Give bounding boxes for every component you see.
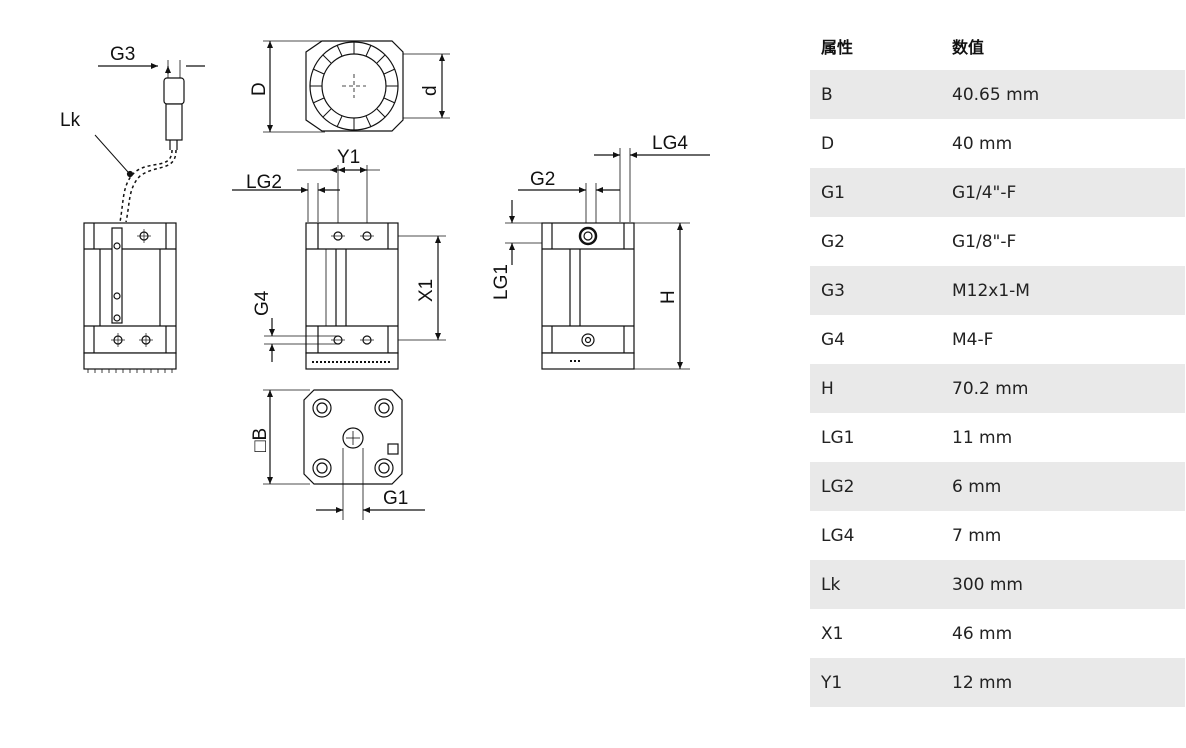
table-row: D 40 mm xyxy=(810,119,1185,168)
row-value: 40.65 mm xyxy=(952,84,1040,105)
table-row: LG1 11 mm xyxy=(810,413,1185,462)
row-value: M12x1-M xyxy=(952,280,1030,301)
spec-table-header: 属性 数值 xyxy=(810,21,1185,70)
row-name: LG1 xyxy=(821,427,855,448)
header-attribute: 属性 xyxy=(821,37,854,57)
row-value: 70.2 mm xyxy=(952,378,1029,399)
table-row: G2 G1/8"-F xyxy=(810,217,1185,266)
row-name: G1 xyxy=(821,182,845,203)
row-value: M4-F xyxy=(952,329,994,350)
table-row: Y1 12 mm xyxy=(810,658,1185,707)
table-row: G3 M12x1-M xyxy=(810,266,1185,315)
row-name: H xyxy=(821,378,834,399)
row-value: G1/4"-F xyxy=(952,182,1017,203)
spec-table: 属性 数值 B 40.65 mm D 40 mm G1 G1/4"-F G2 G1/8"… xyxy=(810,21,1185,707)
label-b: □B xyxy=(250,428,271,452)
table-row: LG4 7 mm xyxy=(810,511,1185,560)
table-row: B 40.65 mm xyxy=(810,70,1185,119)
header-value: 数值 xyxy=(952,37,985,57)
row-name: Lk xyxy=(821,574,841,595)
row-name: G2 xyxy=(821,231,845,252)
row-name: G4 xyxy=(821,329,845,350)
row-name: B xyxy=(821,84,833,105)
table-row: H 70.2 mm xyxy=(810,364,1185,413)
label-g3: G3 xyxy=(110,44,135,65)
row-name: Y1 xyxy=(821,672,843,693)
row-value: 46 mm xyxy=(952,623,1013,644)
row-name: D xyxy=(821,133,835,154)
label-lk: Lk xyxy=(60,110,81,131)
row-name: LG2 xyxy=(821,476,855,497)
label-d-lower: d xyxy=(420,85,441,96)
row-name: X1 xyxy=(821,623,844,644)
row-name: LG4 xyxy=(821,525,855,546)
table-row: G1 G1/4"-F xyxy=(810,168,1185,217)
label-y1: Y1 xyxy=(337,147,360,168)
label-lg1: LG1 xyxy=(491,264,512,300)
top-view xyxy=(263,40,450,133)
row-value: 7 mm xyxy=(952,525,1002,546)
table-row: LG2 6 mm xyxy=(810,462,1185,511)
side-view-right xyxy=(505,148,710,370)
technical-drawing: G3 Lk xyxy=(60,40,710,520)
row-value: 12 mm xyxy=(952,672,1013,693)
table-row: Lk 300 mm xyxy=(810,560,1185,609)
label-g2: G2 xyxy=(530,169,555,190)
label-x1: X1 xyxy=(416,279,437,302)
row-value: 300 mm xyxy=(952,574,1023,595)
bottom-view xyxy=(263,389,425,520)
table-row: G4 M4-F xyxy=(810,315,1185,364)
row-value: 40 mm xyxy=(952,133,1013,154)
label-g4: G4 xyxy=(252,290,273,316)
row-value: 6 mm xyxy=(952,476,1002,497)
label-d-upper: D xyxy=(249,82,270,96)
row-value: 11 mm xyxy=(952,427,1013,448)
row-name: G3 xyxy=(821,280,845,301)
label-h: H xyxy=(658,290,679,304)
table-row: X1 46 mm xyxy=(810,609,1185,658)
row-value: G1/8"-F xyxy=(952,231,1017,252)
label-lg4: LG4 xyxy=(652,133,688,154)
label-g1: G1 xyxy=(383,488,408,509)
sensor-cable-view xyxy=(94,60,205,223)
side-view-left xyxy=(83,222,177,373)
front-view xyxy=(232,165,446,370)
label-lg2: LG2 xyxy=(246,172,282,193)
